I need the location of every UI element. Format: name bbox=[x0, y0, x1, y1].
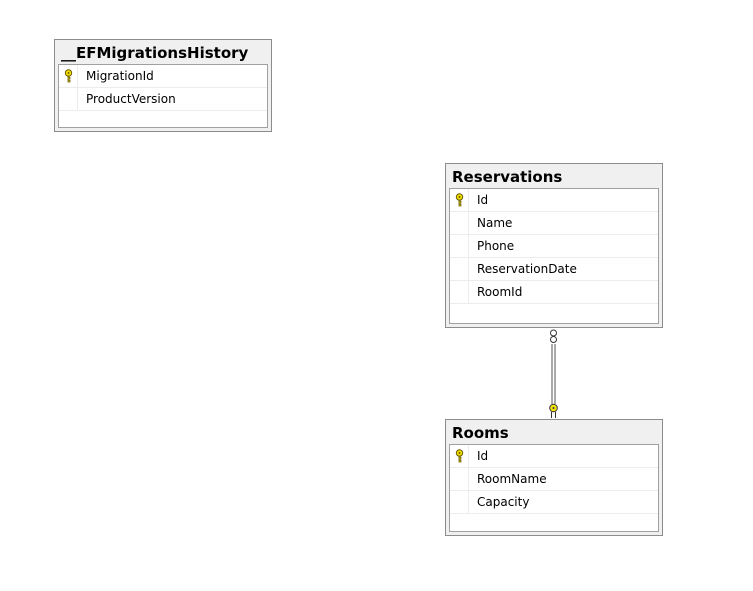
one-end-key-icon bbox=[549, 403, 558, 418]
column-row-phone[interactable]: Phone bbox=[450, 235, 658, 258]
column-name: RoomName bbox=[477, 472, 547, 486]
column-list: Id RoomName Capacity bbox=[449, 444, 659, 532]
column-name: Phone bbox=[477, 239, 515, 253]
column-row-productversion[interactable]: ProductVersion bbox=[59, 88, 267, 111]
column-list: MigrationId ProductVersion bbox=[58, 64, 268, 128]
column-row-id[interactable]: Id bbox=[450, 445, 658, 468]
column-name: Name bbox=[477, 216, 513, 230]
column-row-roomname[interactable]: RoomName bbox=[450, 468, 658, 491]
table-rooms[interactable]: Rooms Id RoomName Capacity bbox=[445, 419, 663, 536]
column-row-name[interactable]: Name bbox=[450, 212, 658, 235]
table-reservations[interactable]: Reservations Id Name Phone ReservationDa… bbox=[445, 163, 663, 328]
primary-key-icon bbox=[455, 449, 464, 463]
column-name: Id bbox=[477, 449, 489, 463]
column-row-capacity[interactable]: Capacity bbox=[450, 491, 658, 514]
column-name: ProductVersion bbox=[86, 92, 176, 106]
table-efmigrationshistory[interactable]: __EFMigrationsHistory MigrationId Produc… bbox=[54, 39, 272, 132]
column-name: RoomId bbox=[477, 285, 523, 299]
primary-key-icon bbox=[64, 69, 73, 83]
primary-key-icon bbox=[455, 193, 464, 207]
column-row-roomid[interactable]: RoomId bbox=[450, 281, 658, 304]
column-name: MigrationId bbox=[86, 69, 154, 83]
column-name: ReservationDate bbox=[477, 262, 577, 276]
table-title[interactable]: Rooms bbox=[452, 424, 509, 442]
column-name: Capacity bbox=[477, 495, 530, 509]
column-list: Id Name Phone ReservationDate RoomId bbox=[449, 188, 659, 324]
table-title[interactable]: Reservations bbox=[452, 168, 563, 186]
column-row-reservationdate[interactable]: ReservationDate bbox=[450, 258, 658, 281]
many-end-infinity-icon bbox=[550, 329, 557, 343]
column-row-migrationid[interactable]: MigrationId bbox=[59, 65, 267, 88]
column-name: Id bbox=[477, 193, 489, 207]
column-row-id[interactable]: Id bbox=[450, 189, 658, 212]
table-title[interactable]: __EFMigrationsHistory bbox=[61, 44, 249, 62]
